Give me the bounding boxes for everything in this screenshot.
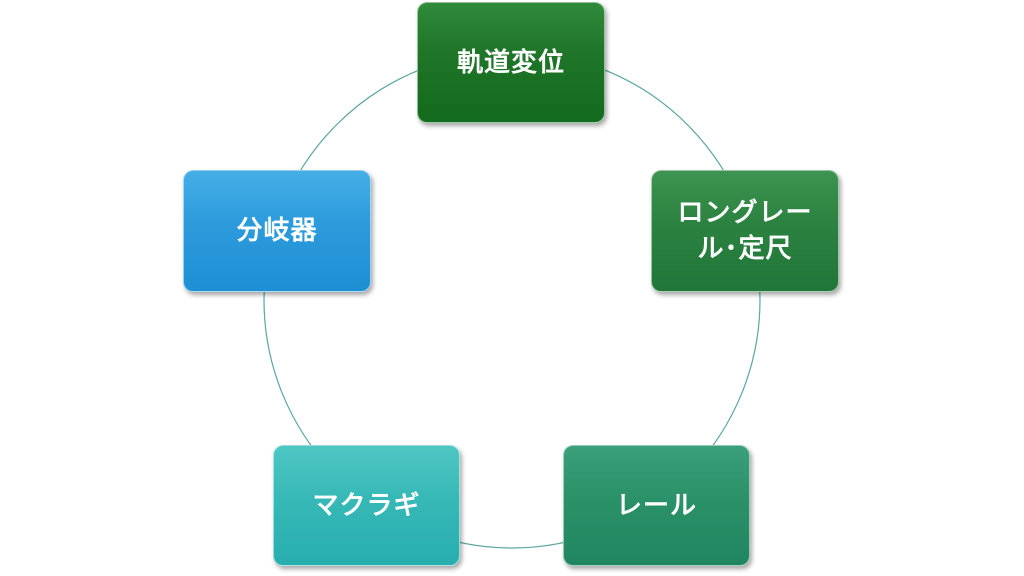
cycle-node-long-rail: ロングレー ル･定尺	[651, 170, 839, 292]
cycle-node-sleeper: マクラギ	[273, 445, 460, 566]
cycle-node-rail: レール	[563, 445, 750, 566]
cycle-node-track-irregularity: 軌道変位	[417, 2, 605, 123]
cycle-node-turnout: 分岐器	[183, 170, 371, 292]
